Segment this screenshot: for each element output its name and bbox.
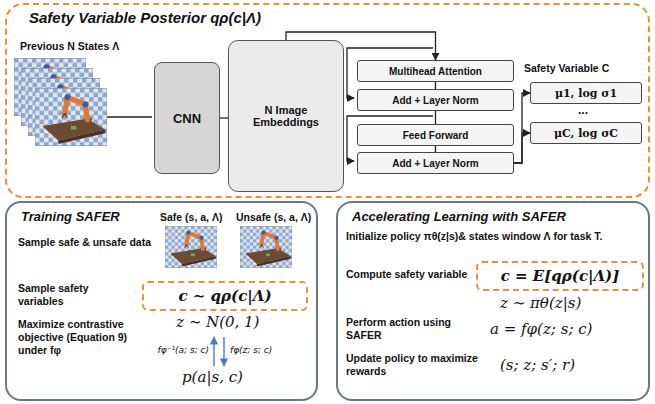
posterior-panel: Safety Variable Posterior qρ(c|Λ) CNN N Im… bbox=[5, 3, 650, 198]
unsafe-image bbox=[240, 226, 292, 268]
step-label: Compute safety variable bbox=[346, 268, 470, 281]
node-text: μC, log σC bbox=[554, 127, 618, 140]
connector bbox=[220, 117, 228, 118]
connector bbox=[435, 82, 436, 89]
output-box: μC, log σC bbox=[530, 122, 642, 144]
node-text: Feed Forward bbox=[403, 130, 469, 141]
node-text: Training SAFER bbox=[21, 209, 120, 224]
layer-norm-box: Add + Layer Norm bbox=[357, 89, 514, 111]
node-text: c = E[qρ(c|Λ)] bbox=[501, 267, 620, 285]
output-label: Safety Variable C bbox=[524, 62, 634, 75]
expectation-box: c = E[qρ(c|Λ)] bbox=[476, 261, 644, 291]
node-text: c ∼ qρ(c|Λ) bbox=[178, 287, 271, 305]
image-label: Unsafe (s, a, Λ) bbox=[236, 211, 316, 224]
math-label: z ∼ N(0, 1) bbox=[176, 313, 306, 331]
step-label: Sample safety variables bbox=[18, 282, 136, 308]
math-label: p(a|s, c) bbox=[182, 368, 302, 386]
step-label: Update policy to maximize rewards bbox=[346, 352, 484, 378]
input-label: Previous N States Λ bbox=[20, 40, 150, 53]
node-text: CNN bbox=[173, 111, 201, 126]
sample-box: c ∼ qρ(c|Λ) bbox=[142, 281, 308, 311]
cnn-box: CNN bbox=[154, 62, 220, 174]
step-label: Initialize policy πθ(z|s)& states window… bbox=[346, 230, 642, 243]
embedding-box: N Image Embeddings bbox=[228, 40, 344, 192]
safe-image bbox=[165, 226, 217, 268]
flow-arrow bbox=[223, 337, 224, 366]
flow-label: fφ⁻¹(a; s; c) bbox=[120, 345, 209, 355]
image-to-cnn-line bbox=[107, 116, 152, 117]
ellipsis: ... bbox=[578, 103, 598, 117]
connector bbox=[514, 93, 530, 163]
node-text: μ1, log σ1 bbox=[555, 87, 617, 100]
step-label: Perform action using SAFER bbox=[346, 316, 484, 342]
node-text: Add + Layer Norm bbox=[392, 158, 478, 169]
connector bbox=[435, 111, 436, 124]
inverse-flow-arrow bbox=[213, 337, 214, 366]
image-label: Safe (s, a, Λ) bbox=[160, 211, 234, 224]
output-box: μ1, log σ1 bbox=[530, 82, 642, 104]
step-label: Sample safe & unsafe data bbox=[18, 236, 158, 249]
math-label: (s; z; s′; r) bbox=[500, 356, 640, 374]
node-text: Accelerating Learning with SAFER bbox=[352, 209, 566, 224]
layer-norm-box: Add + Layer Norm bbox=[357, 152, 514, 174]
connector bbox=[514, 133, 530, 163]
math-label: a = fφ(z; s; c) bbox=[490, 320, 640, 338]
node-text: Add + Layer Norm bbox=[392, 95, 478, 106]
flow-label: fφ(z; s; c) bbox=[230, 345, 310, 355]
node-text: Safety Variable Posterior qρ(c|Λ) bbox=[29, 9, 261, 26]
node-text: N Image Embeddings bbox=[233, 104, 339, 128]
math-label: z ∼ πθ(z|s) bbox=[500, 294, 640, 312]
node-text: Multihead Attention bbox=[389, 66, 482, 77]
attention-box: Multihead Attention bbox=[357, 60, 514, 82]
feed-forward-box: Feed Forward bbox=[357, 124, 514, 146]
step-label: Maximize contrastive objective (Equation… bbox=[18, 318, 148, 357]
state-image-stack bbox=[14, 58, 107, 146]
